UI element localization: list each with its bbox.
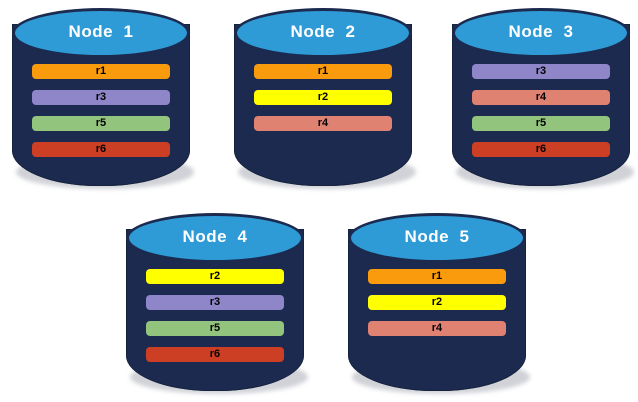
node-title-label: Node 1	[68, 22, 134, 41]
cylinder-top-ellipse	[348, 213, 526, 263]
record-list: r1 r2 r4	[348, 269, 526, 336]
record-bar-r6[interactable]: r6	[31, 142, 171, 157]
node-title-label: Node 3	[508, 22, 574, 41]
cylinder-top-ellipse	[126, 213, 304, 263]
record-bar-r5[interactable]: r5	[471, 116, 611, 131]
record-bar-r5[interactable]: r5	[145, 321, 285, 336]
record-bar-r1[interactable]: r1	[367, 269, 507, 284]
cylinder-top-ellipse	[234, 8, 412, 58]
cylinder-top-ellipse	[452, 8, 630, 58]
database-node-3[interactable]: Node 3 r3 r4 r5 r6	[452, 8, 634, 189]
record-bar-r3[interactable]: r3	[471, 64, 611, 79]
database-node-4[interactable]: Node 4 r2 r3 r5 r6	[126, 213, 308, 394]
record-bar-r4[interactable]: r4	[253, 116, 393, 131]
record-bar-r6[interactable]: r6	[145, 347, 285, 362]
database-node-2[interactable]: Node 2 r1 r2 r4	[234, 8, 416, 189]
record-bar-r6[interactable]: r6	[471, 142, 611, 157]
record-list: r2 r3 r5 r6	[126, 269, 304, 362]
record-bar-r3[interactable]: r3	[145, 295, 285, 310]
record-bar-r4[interactable]: r4	[471, 90, 611, 105]
record-list: r3 r4 r5 r6	[452, 64, 630, 157]
node-title-label: Node 2	[290, 22, 356, 41]
node-title-label: Node 5	[404, 227, 470, 246]
record-list: r1 r2 r4	[234, 64, 412, 131]
record-bar-r3[interactable]: r3	[31, 90, 171, 105]
record-bar-r2[interactable]: r2	[253, 90, 393, 105]
node-title-label: Node 4	[182, 227, 248, 246]
record-bar-r2[interactable]: r2	[145, 269, 285, 284]
record-bar-r4[interactable]: r4	[367, 321, 507, 336]
record-list: r1 r3 r5 r6	[12, 64, 190, 157]
database-node-1[interactable]: Node 1 r1 r3 r5 r6	[12, 8, 194, 189]
record-bar-r1[interactable]: r1	[253, 64, 393, 79]
record-bar-r5[interactable]: r5	[31, 116, 171, 131]
record-bar-r2[interactable]: r2	[367, 295, 507, 310]
record-bar-r1[interactable]: r1	[31, 64, 171, 79]
database-node-5[interactable]: Node 5 r1 r2 r4	[348, 213, 530, 394]
cylinder-top-ellipse	[12, 8, 190, 58]
